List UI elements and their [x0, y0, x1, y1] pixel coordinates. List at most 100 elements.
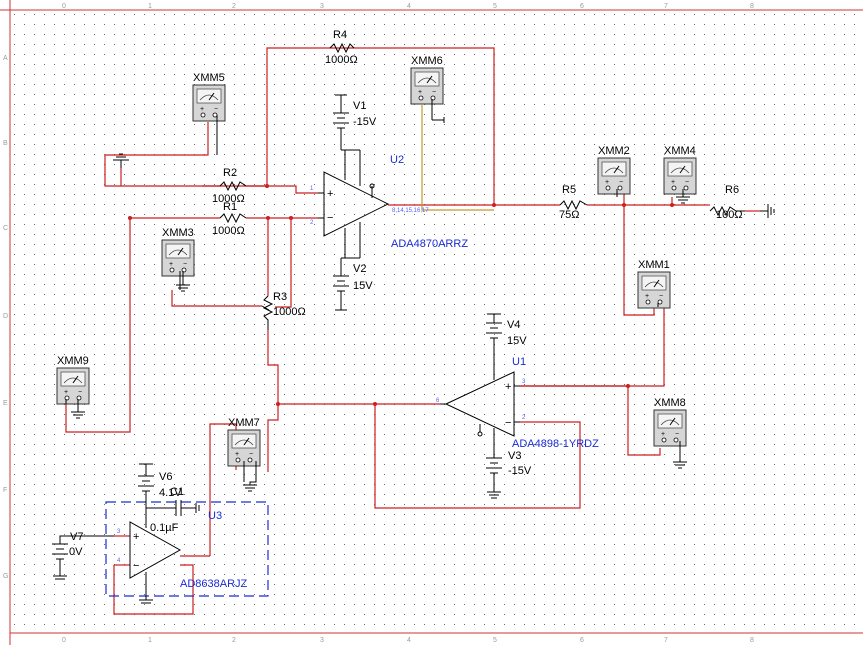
ruler-column-label: 8	[750, 637, 754, 644]
ruler-column-label: 4	[407, 3, 411, 10]
resistor-r6[interactable]: R6 100Ω	[709, 184, 745, 221]
battery-v6[interactable]: V6 4.1V	[138, 463, 182, 500]
opamp-u2[interactable]: + − 1 2 8,14,15,16,17 U2 ADA4870ARRZ	[310, 150, 468, 258]
battery-v7[interactable]: V7 0V	[52, 531, 114, 580]
multimeter-label: XMM3	[162, 227, 194, 239]
multimeter-xmm6[interactable]: XMM6+−	[410, 55, 444, 105]
multimeter-label: XMM5	[193, 72, 225, 84]
multimeter-xmm8[interactable]: XMM8+−	[653, 397, 687, 447]
ruler-column-label: 1	[148, 637, 152, 644]
multimeter-xmm1[interactable]: XMM1+−	[637, 259, 671, 309]
svg-text:−: −	[133, 560, 139, 572]
svg-text:+: +	[671, 179, 675, 186]
ruler-row-label: D	[3, 313, 8, 320]
multimeter-label: XMM1	[638, 259, 670, 271]
multimeter-xmm2[interactable]: XMM2+−	[597, 145, 631, 195]
meter-display-icon	[60, 371, 86, 387]
meter-leads	[65, 99, 690, 492]
subcircuit-u3[interactable]: + − 3 4 U3 AD8638ARJZ	[105, 500, 269, 604]
capacitor-c1[interactable]: C1 0.1µF	[146, 486, 200, 534]
r3-ref: R3	[273, 291, 287, 303]
ruler-column-label: 5	[493, 637, 497, 644]
svg-text:+: +	[505, 381, 511, 393]
multimeter-xmm3[interactable]: XMM3+−	[161, 227, 195, 277]
resistor-r1[interactable]: R1 1000Ω	[212, 201, 247, 237]
r1-ref: R1	[223, 201, 237, 213]
u1-pin-minus: 2	[522, 415, 526, 421]
svg-text:+: +	[418, 89, 422, 96]
svg-text:+: +	[661, 431, 665, 438]
u2-part: ADA4870ARRZ	[391, 238, 468, 250]
svg-text:+: +	[605, 179, 609, 186]
r2-ref: R2	[223, 167, 237, 179]
meter-display-icon	[414, 71, 440, 87]
battery-v1[interactable]: V1 -15V	[333, 94, 377, 151]
dot-grid	[12, 12, 863, 632]
ruler-column-label: 6	[580, 637, 584, 644]
meter-display-icon	[657, 413, 683, 429]
ruler-column-label: 4	[407, 637, 411, 644]
multimeter-xmm9[interactable]: XMM9+−	[56, 355, 90, 405]
multimeter-xmm5[interactable]: XMM5 + −	[192, 72, 226, 122]
r4-ref: R4	[333, 29, 347, 41]
svg-text:+: +	[169, 261, 173, 268]
battery-v3[interactable]: V3 -15V	[486, 448, 532, 499]
ruler-row-label: C	[3, 225, 8, 232]
ruler-column-label: 0	[62, 3, 66, 10]
resistor-r3[interactable]: R3 1000Ω	[261, 291, 306, 330]
battery-v2[interactable]: V2 15V	[333, 257, 373, 311]
multimeter-label: XMM8	[654, 397, 686, 409]
multimeter-xmm7[interactable]: XMM7+−	[227, 417, 261, 467]
multimeters: XMM1+−XMM2+−XMM3+−XMM4+−XMM5+−XMM6+−XMM7…	[56, 55, 697, 467]
r6-ref: R6	[725, 184, 739, 196]
multimeter-xmm4[interactable]: XMM4 + −	[663, 145, 697, 195]
v3-value: -15V	[508, 465, 532, 477]
resistor-r5[interactable]: R5 75Ω	[559, 184, 588, 221]
svg-text:−: −	[214, 106, 218, 113]
svg-text:−: −	[619, 179, 623, 186]
ruler-row-label: E	[3, 400, 8, 407]
u3-part: AD8638ARJZ	[180, 578, 248, 590]
v7-ref: V7	[70, 531, 83, 543]
svg-text:−: −	[659, 293, 663, 300]
multimeter-label: XMM4	[664, 145, 696, 157]
ruler-row-label: A	[3, 55, 8, 62]
v2-ref: V2	[353, 263, 366, 275]
r5-ref: R5	[562, 184, 576, 196]
opamp-u1[interactable]: + − 3 2 6 U1 ADA4898-1YRDZ	[436, 338, 599, 450]
battery-v4[interactable]: V4 15V	[486, 313, 527, 347]
svg-text:−: −	[432, 89, 436, 96]
u1-pin-plus: 3	[522, 379, 526, 385]
svg-text:+: +	[133, 531, 139, 543]
ruler-column-label: 5	[493, 3, 497, 10]
resistor-r2[interactable]: R2 1000Ω	[212, 167, 247, 205]
u2-ref: U2	[390, 154, 404, 166]
v3-ref: V3	[508, 450, 521, 462]
u2-pin-plus: 1	[310, 186, 314, 192]
r3-value: 1000Ω	[273, 306, 306, 318]
meter-display-icon	[641, 275, 667, 291]
meter-display-icon	[667, 161, 693, 177]
ruler-column-label: 8	[750, 3, 754, 10]
svg-text:−: −	[249, 451, 253, 458]
svg-text:+: +	[200, 106, 204, 113]
meter-display-icon	[231, 433, 257, 449]
ruler-column-label: 3	[320, 637, 324, 644]
wires	[65, 47, 760, 615]
r5-value: 75Ω	[559, 209, 579, 221]
svg-text:−: −	[685, 179, 689, 186]
svg-text:−: −	[505, 417, 511, 429]
ruler-column-label: 7	[664, 637, 668, 644]
ruler-row-label: G	[3, 573, 8, 580]
resistor-r4[interactable]: R4 1000Ω	[325, 29, 358, 66]
u2-pin-minus: 2	[310, 220, 314, 226]
u1-ref: U1	[512, 356, 526, 368]
meter-display-icon	[601, 161, 627, 177]
svg-text:−: −	[78, 389, 82, 396]
v2-value: 15V	[353, 280, 373, 292]
ruler-column-label: 1	[148, 3, 152, 10]
